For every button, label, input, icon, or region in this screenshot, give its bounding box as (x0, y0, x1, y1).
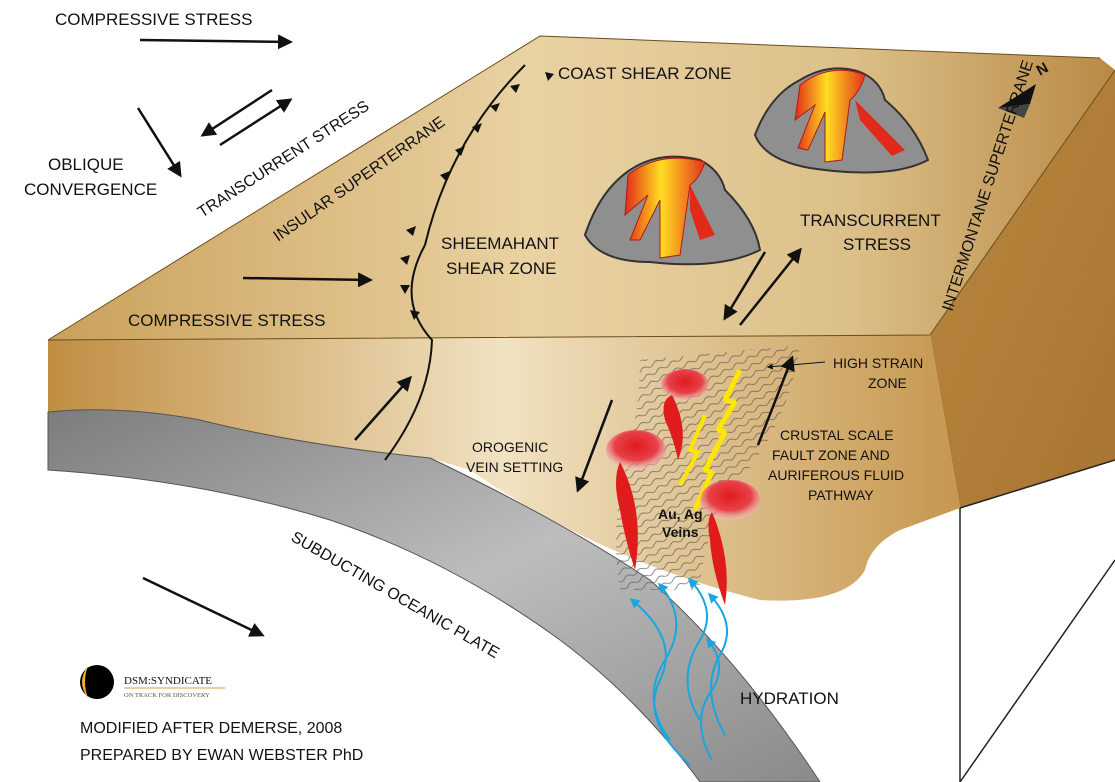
block-outline-right (960, 460, 1115, 782)
block-base-line (960, 560, 1115, 782)
label-convergence: CONVERGENCE (24, 180, 157, 199)
label-oblique: OBLIQUE (48, 155, 124, 174)
label-high-strain: HIGH STRAIN (833, 355, 923, 371)
credit-prepared-by: PREPARED BY EWAN WEBSTER PhD (80, 747, 363, 764)
label-orogenic: OROGENIC (472, 439, 548, 455)
dsm-logo: DSM:SYNDICATE ON TRACK FOR DISCOVERY (80, 665, 225, 699)
label-transcurrent-right: TRANSCURRENT (800, 211, 941, 230)
label-pathway: PATHWAY (808, 487, 874, 503)
label-zone: ZONE (868, 375, 907, 391)
label-stress-right: STRESS (843, 235, 911, 254)
label-veins: Veins (662, 524, 699, 540)
label-hydration: HYDRATION (740, 689, 839, 708)
label-coast-shear-zone: COAST SHEAR ZONE (558, 64, 732, 83)
logo-name: DSM:SYNDICATE (124, 675, 212, 687)
credit-modified-after: MODIFIED AFTER DEMERSE, 2008 (80, 720, 342, 737)
label-compressive-stress-left: COMPRESSIVE STRESS (128, 311, 325, 330)
label-vein-setting: VEIN SETTING (466, 459, 563, 475)
label-shear-zone: SHEAR ZONE (446, 259, 557, 278)
label-auriferous: AURIFEROUS FLUID (768, 467, 904, 483)
label-au-ag: Au, Ag (658, 506, 703, 522)
label-crustal-scale: CRUSTAL SCALE (780, 427, 894, 443)
label-compressive-stress-top: COMPRESSIVE STRESS (55, 10, 252, 29)
logo-tagline: ON TRACK FOR DISCOVERY (124, 692, 210, 699)
label-fault-zone: FAULT ZONE AND (772, 447, 890, 463)
label-sheemahant: SHEEMAHANT (441, 234, 559, 253)
